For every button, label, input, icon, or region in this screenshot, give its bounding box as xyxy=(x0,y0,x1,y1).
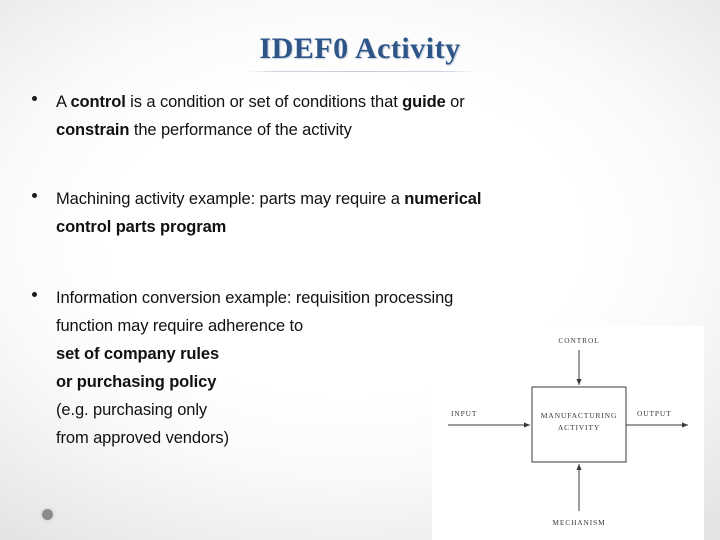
bullet-3-line-1: Information conversion example: requisit… xyxy=(56,289,454,307)
idef0-diagram-svg: MANUFACTURING ACTIVITY CONTROL INPUT OUT… xyxy=(448,336,688,527)
text-run: Machining activity example: parts may re… xyxy=(56,190,405,208)
bullet-2-text: Machining activity example: parts may re… xyxy=(56,185,692,241)
text-run: the performance of the activity xyxy=(129,121,352,139)
bullet-3-line-6: from approved vendors) xyxy=(56,429,229,447)
text-run-bold: control parts program xyxy=(56,218,227,236)
page-title-text: IDEF0 Activity xyxy=(259,32,461,65)
text-run: is a condition or set of conditions that xyxy=(125,93,403,111)
idef0-diagram: MANUFACTURING ACTIVITY CONTROL INPUT OUT… xyxy=(432,326,704,540)
bullet-1-line-2: constrain the performance of the activit… xyxy=(56,116,692,144)
text-run: A xyxy=(56,93,71,111)
text-run-bold: control xyxy=(70,93,126,111)
activity-box-label-line1: MANUFACTURING xyxy=(541,411,618,420)
bullet-3-line-3: set of company rules xyxy=(56,340,692,368)
text-run-bold: constrain xyxy=(56,121,130,139)
text-run-bold: numerical xyxy=(404,190,482,208)
bullet-1-line-1: A control is a condition or set of condi… xyxy=(56,88,692,116)
control-label: CONTROL xyxy=(558,336,599,345)
bullet-3-line-2: function may require adherence to xyxy=(56,317,304,335)
activity-box-label-line2: ACTIVITY xyxy=(558,423,600,432)
bullet-marker-icon xyxy=(32,193,37,198)
bullet-2-line-2: control parts program xyxy=(56,213,692,241)
bullet-3-line-5: (e.g. purchasing only xyxy=(56,401,208,419)
bullet-3-line-4: or purchasing policy xyxy=(56,368,692,396)
bullet-item-1: A control is a condition or set of condi… xyxy=(32,88,692,144)
bullet-item-3: Information conversion example: requisit… xyxy=(32,284,692,452)
title-underline-rule xyxy=(247,71,475,72)
bullet-2-line-1: Machining activity example: parts may re… xyxy=(56,185,692,213)
footer-dot-marker xyxy=(42,509,53,520)
mechanism-label: MECHANISM xyxy=(552,518,605,527)
output-label: OUTPUT xyxy=(637,409,672,418)
bullet-marker-icon xyxy=(32,292,37,297)
bullet-1-text: A control is a condition or set of condi… xyxy=(56,88,692,144)
input-label: INPUT xyxy=(451,409,477,418)
text-run-bold: guide xyxy=(402,93,446,111)
text-run-bold: set of company rules xyxy=(56,345,220,363)
text-run-bold: or purchasing policy xyxy=(56,373,217,391)
text-run: or xyxy=(445,93,465,111)
bullet-marker-icon xyxy=(32,96,37,101)
page-title: IDEF0 Activity xyxy=(0,32,720,68)
bullet-item-2: Machining activity example: parts may re… xyxy=(32,185,692,241)
bullet-3-text: Information conversion example: requisit… xyxy=(56,284,692,452)
